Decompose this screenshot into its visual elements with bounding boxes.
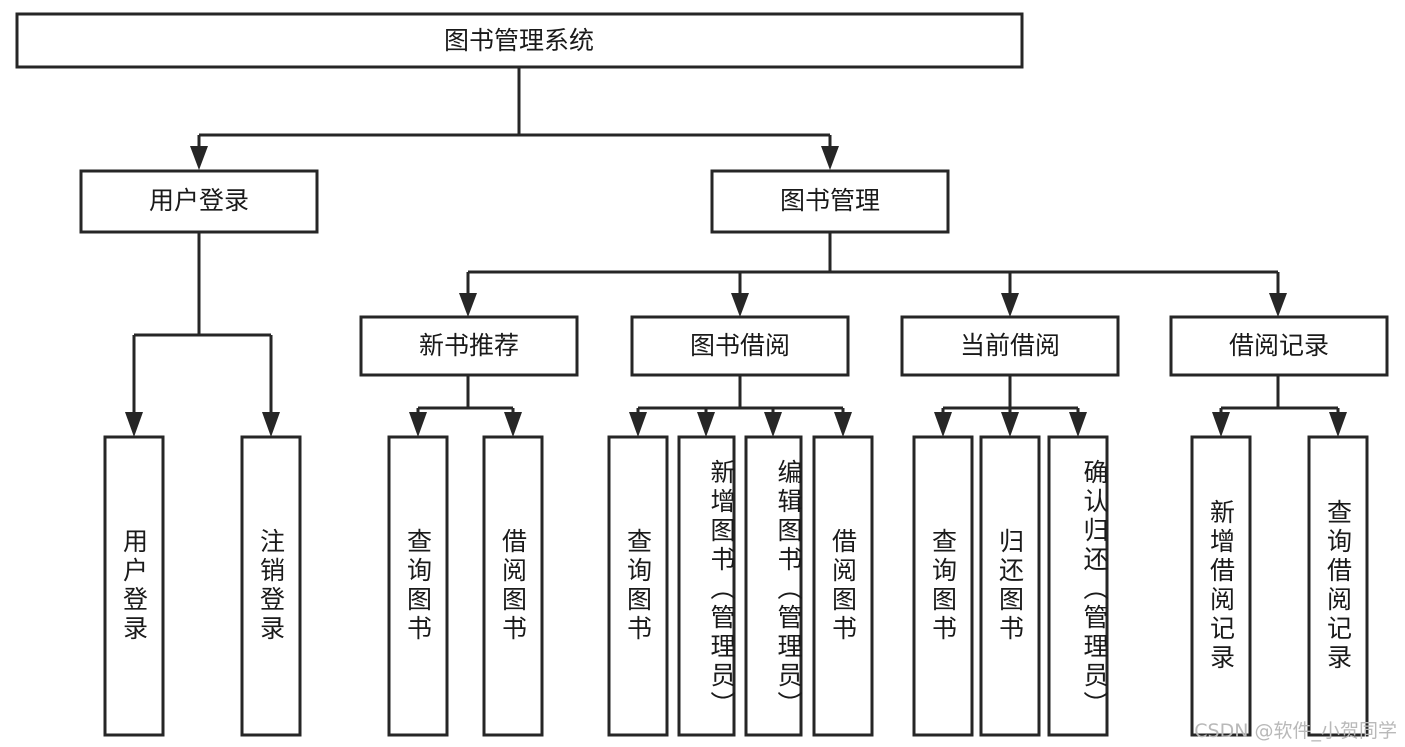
node-book-manage[interactable]: 图书管理 [710,169,950,234]
node-root-title-box[interactable] [15,12,1024,69]
leaf-box-borrow-borrow[interactable] [812,435,874,737]
arrow-borrow-borrow [834,412,852,437]
arrow-borrow-query [629,412,647,437]
node-new-book-rec-box[interactable] [359,315,579,377]
arrow-book-borrow [731,293,749,317]
node-new-book-rec[interactable]: 新书推荐 [359,315,579,377]
arrow-borrow-add [697,412,715,437]
arrow-leaf-user-login [125,412,143,437]
csdn-watermark: CSDN @软件_小贺同学 [1194,720,1397,742]
arrow-new-book-rec [459,293,477,317]
arrow-record-query [1329,412,1347,437]
arrow-user-login [190,146,208,170]
arrow-rec-query [409,412,427,437]
node-current-borrow-box[interactable] [900,315,1120,377]
node-borrow-record[interactable]: 借阅记录 [1169,315,1389,377]
leaf-box-rec-borrow[interactable] [482,435,544,737]
arrow-leaf-user-logout [262,412,280,437]
node-book-manage-label: 图书管理 [780,186,880,215]
node-root-title-label: 图书管理系统 [444,26,594,55]
node-user-login-box[interactable] [79,169,319,234]
node-borrow-record-label: 借阅记录 [1229,331,1329,360]
arrow-rec-borrow [504,412,522,437]
node-user-login-label: 用户登录 [149,186,249,215]
leaf-box-record-add[interactable] [1190,435,1252,737]
node-book-manage-box[interactable] [710,169,950,234]
leaf-box-borrow-query[interactable] [607,435,669,737]
leaf-box-user-logout[interactable] [240,435,302,737]
node-root-title[interactable]: 图书管理系统 [15,12,1024,69]
leaf-box-record-query[interactable] [1307,435,1369,737]
arrow-borrow-edit [764,412,782,437]
node-book-borrow-box[interactable] [630,315,850,377]
leaf-box-borrow-edit[interactable] [744,435,803,737]
node-book-borrow-label: 图书借阅 [690,331,790,360]
leaf-box-user-login[interactable] [103,435,165,737]
arrow-cur-query [934,412,952,437]
node-user-login[interactable]: 用户登录 [79,169,319,234]
node-current-borrow[interactable]: 当前借阅 [900,315,1120,377]
arrow-record-add [1212,412,1230,437]
arrow-cur-return [1001,412,1019,437]
leaf-box-cur-confirm[interactable] [1047,435,1109,737]
node-book-borrow[interactable]: 图书借阅 [630,315,850,377]
leaf-box-cur-return[interactable] [979,435,1041,737]
node-new-book-rec-label: 新书推荐 [419,331,519,360]
nodes-layer: 图书管理系统 用户登录 图书管理 新书推荐 图书借阅 [15,12,1389,737]
node-borrow-record-box[interactable] [1169,315,1389,377]
leaf-box-rec-query[interactable] [387,435,449,737]
arrow-cur-confirm [1069,412,1087,437]
arrow-borrow-record [1269,293,1287,317]
connectors-layer [125,67,1347,437]
leaf-box-borrow-add[interactable] [677,435,736,737]
arrow-book-manage [821,146,839,170]
leaf-box-cur-query[interactable] [912,435,974,737]
node-current-borrow-label: 当前借阅 [960,331,1060,360]
arrow-current-borrow [1001,293,1019,317]
